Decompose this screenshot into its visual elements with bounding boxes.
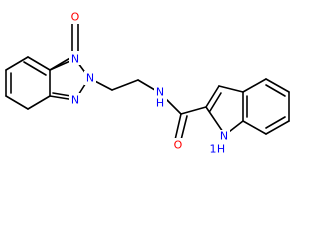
atom-h-indole: H xyxy=(217,143,225,156)
bond xyxy=(5,56,29,71)
bond xyxy=(5,95,29,110)
atom-n-ring-2: N xyxy=(86,72,94,85)
atom-n-indole: N xyxy=(220,130,228,143)
bond xyxy=(265,78,290,93)
label-background xyxy=(172,138,184,151)
bond xyxy=(180,115,188,141)
bond xyxy=(27,95,51,110)
label-background xyxy=(69,51,81,65)
atom-n-ring-fused: N xyxy=(71,53,79,66)
bond xyxy=(209,92,222,112)
bond xyxy=(52,92,72,97)
atom-h-amide: H xyxy=(156,97,164,110)
label-background xyxy=(208,130,230,156)
bond xyxy=(265,116,286,129)
atom-o-amide: O xyxy=(174,139,183,152)
bond xyxy=(180,106,207,115)
atom-n-ring-bottom: N xyxy=(71,94,79,107)
bond xyxy=(242,78,267,93)
bond xyxy=(205,85,220,108)
bond xyxy=(265,84,286,97)
molecule-svg: O N N N N H O N 1 H xyxy=(5,11,290,156)
molecule-diagram: O N N N N H O N 1 H xyxy=(5,11,290,156)
bond xyxy=(111,79,139,91)
atom-n-amide: N xyxy=(156,86,164,99)
label-background xyxy=(69,11,81,24)
label-background xyxy=(69,93,81,107)
bond xyxy=(27,56,51,71)
label-background xyxy=(84,71,96,85)
bond xyxy=(174,113,182,141)
bond xyxy=(23,61,47,76)
bond xyxy=(242,120,267,135)
atom-o-carbonyl-top: O xyxy=(71,11,80,24)
label-background xyxy=(154,85,167,108)
bond xyxy=(265,120,290,135)
bond xyxy=(218,85,244,93)
atom-h-indole-prefix: 1 xyxy=(210,143,217,156)
